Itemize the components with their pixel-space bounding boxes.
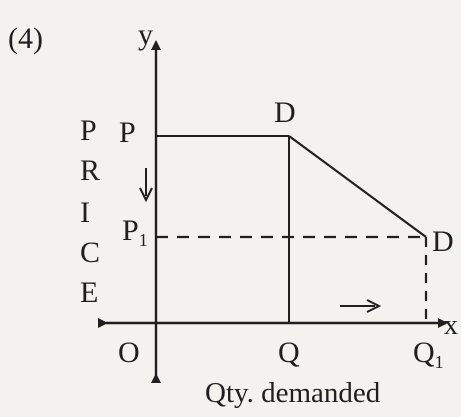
- demand-point-label-upper: D: [274, 96, 296, 129]
- demand-curve: [288, 135, 427, 238]
- x-axis-caption: Qty. demanded: [205, 377, 381, 409]
- x-axis-letter: x: [444, 310, 458, 341]
- price-label-p: P: [119, 116, 136, 149]
- y-caption-letter: P: [80, 114, 97, 147]
- price-label-p1: P1: [122, 214, 148, 250]
- figure-number: (4): [8, 22, 43, 55]
- demand-point-label-lower: D: [432, 225, 454, 258]
- y-caption-letter: R: [80, 154, 100, 187]
- quantity-label-q1: Q1: [413, 336, 444, 372]
- y-caption-letter: E: [80, 276, 98, 309]
- quantity-label-q: Q: [278, 336, 300, 369]
- y-caption-letter: I: [80, 196, 90, 229]
- origin-label: O: [118, 336, 140, 369]
- y-axis-letter: y: [138, 18, 153, 51]
- y-axis-caption: P R I C E: [80, 114, 100, 309]
- y-caption-letter: C: [80, 236, 100, 269]
- price-fall-arrow: [139, 168, 153, 203]
- quantity-rise-arrow: [340, 299, 382, 313]
